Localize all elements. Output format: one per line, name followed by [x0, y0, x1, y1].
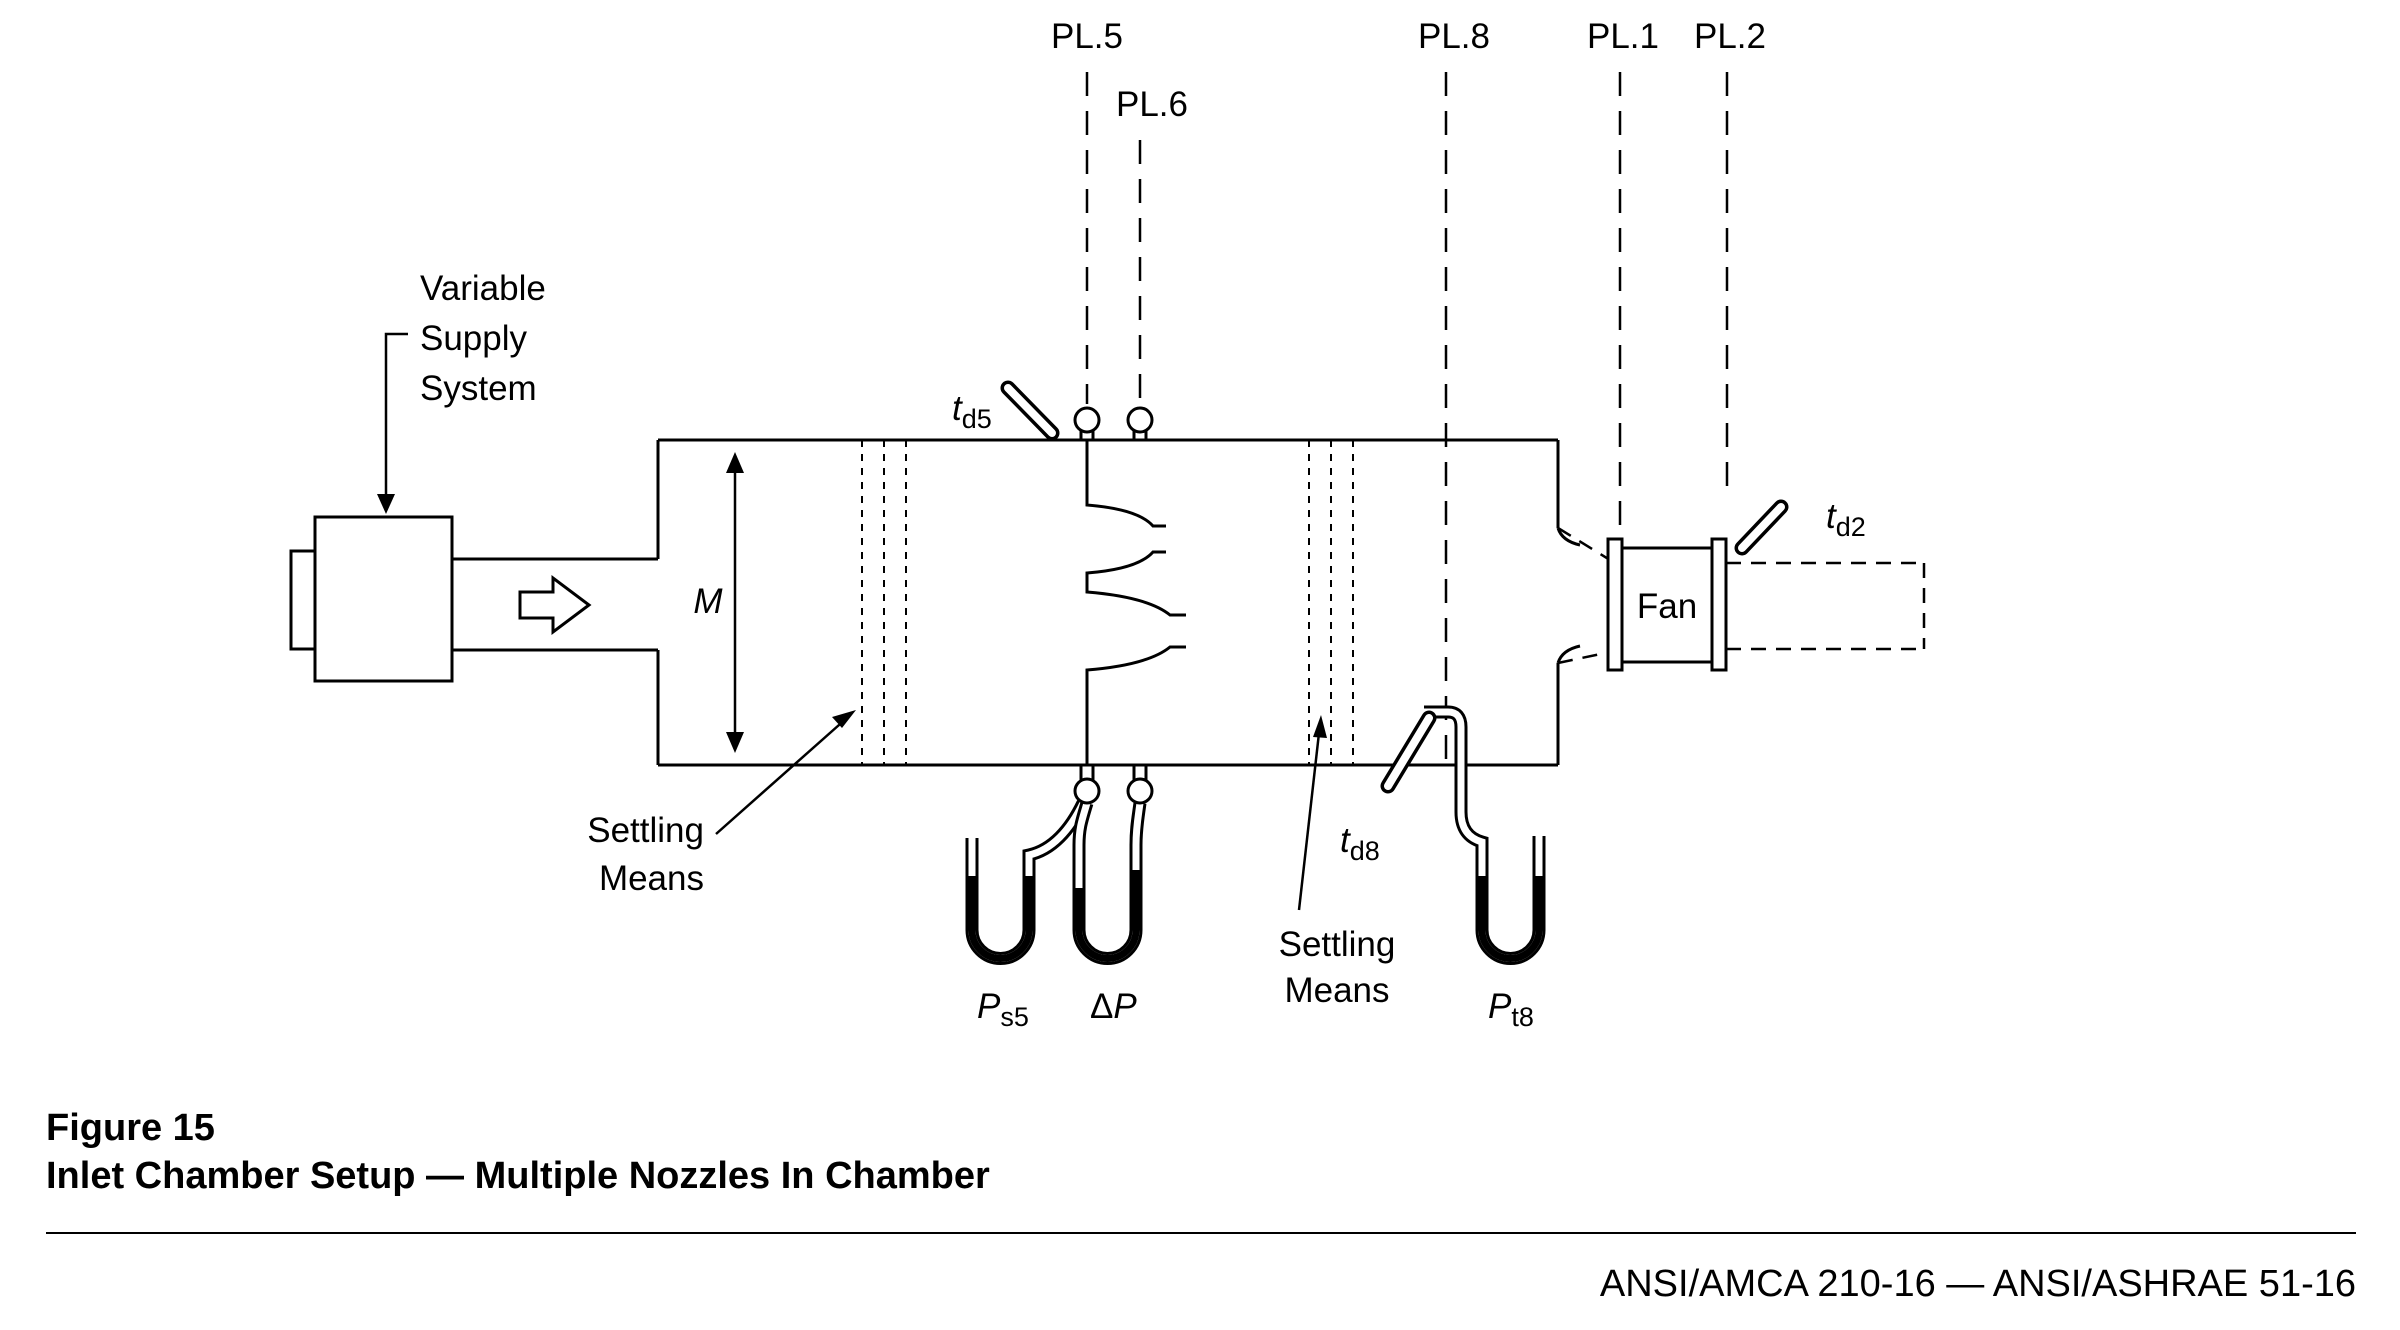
settling-upstream-arrowhead-icon — [832, 710, 856, 728]
supply-box — [313, 515, 454, 683]
manometer-pt8-tube — [1424, 705, 1546, 965]
supply-box-tab — [289, 549, 317, 651]
fan-body — [1620, 546, 1714, 664]
settling-downstream-arrowhead-icon — [1313, 715, 1327, 738]
manometer-dp-tube — [1072, 801, 1147, 965]
supply-leader-line — [384, 332, 408, 498]
settling-upstream-label-line2: Means — [599, 859, 704, 898]
sensor-label-td8: td8 — [1340, 821, 1380, 866]
fan-flange-right — [1710, 537, 1728, 672]
fan-outlet-duct — [1726, 561, 1926, 651]
plane-label-pl8: PL.8 — [1418, 17, 1490, 56]
settling-screens-downstream — [1308, 440, 1354, 765]
fan-inlet-funnel — [1556, 526, 1611, 665]
plane-label-pl1: PL.1 — [1587, 17, 1659, 56]
inlet-duct — [452, 557, 658, 652]
settling-screens-upstream — [861, 440, 907, 765]
supply-label-line2: Supply — [420, 319, 528, 358]
supply-leader-arrowhead-icon — [377, 494, 395, 514]
flow-arrow-icon — [518, 575, 592, 635]
m-arrowhead-down-icon — [726, 732, 744, 753]
plane-label-pl6: PL.6 — [1116, 85, 1188, 124]
figure-title: Inlet Chamber Setup — Multiple Nozzles I… — [46, 1155, 990, 1197]
plane-label-pl2: PL.2 — [1694, 17, 1766, 56]
tap-circle-pl5-bottom — [1073, 777, 1101, 805]
fan-flange-left — [1606, 537, 1624, 672]
thermometer-td2-icon — [1734, 499, 1789, 556]
supply-label-line1: Variable — [420, 269, 546, 308]
settling-upstream-label-line1: Settling — [587, 811, 704, 850]
manometer-label-pt8: Pt8 — [1488, 987, 1534, 1032]
tap-circle-pl5-top — [1073, 406, 1101, 434]
settling-downstream-label-line2: Means — [1284, 971, 1389, 1010]
tap-circle-pl6-bottom — [1126, 777, 1154, 805]
thermometer-td5-icon — [1000, 380, 1060, 441]
pressure-tap-stubs — [1079, 431, 1148, 780]
manometer-label-ps5: Ps5 — [977, 987, 1029, 1032]
plane-label-pl5: PL.5 — [1051, 17, 1123, 56]
sensor-label-td2: td2 — [1826, 497, 1866, 542]
supply-label-line3: System — [420, 369, 537, 408]
manometer-ps5-tube — [965, 800, 1089, 965]
m-dimension-label: M — [693, 582, 723, 621]
standard-footer: ANSI/AMCA 210-16 — ANSI/ASHRAE 51-16 — [1600, 1263, 2356, 1305]
settling-downstream-label-line1: Settling — [1279, 925, 1396, 964]
m-arrowhead-up-icon — [726, 452, 744, 473]
settling-downstream-arrow — [1297, 732, 1321, 911]
nozzle-wall — [1085, 440, 1186, 765]
tap-circle-pl6-top — [1126, 406, 1154, 434]
thermometer-td8-icon — [1380, 710, 1437, 794]
settling-upstream-arrow — [715, 716, 849, 835]
fan-label: Fan — [1637, 587, 1697, 626]
figure-number: Figure 15 — [46, 1107, 215, 1149]
manometer-label-dp: ΔP — [1090, 987, 1137, 1026]
sensor-label-td5: td5 — [952, 389, 992, 434]
